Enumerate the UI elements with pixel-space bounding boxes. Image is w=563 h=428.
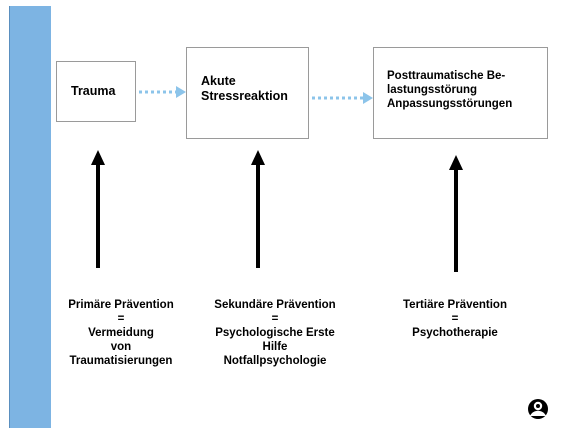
ptsd-line-1: Posttraumatische Be- [387, 70, 506, 82]
trauma-box: Trauma [56, 61, 136, 122]
acute-stress-line-2: Stressreaktion [201, 89, 288, 103]
primary-prevention-label: Primäre Prävention = Vermeidung von Trau… [46, 298, 196, 368]
trauma-label: Trauma [71, 84, 116, 98]
up-arrow-primary [91, 150, 105, 268]
secondary-line-3: Psychologische Erste [215, 327, 335, 339]
tertiary-line-3: Psychotherapie [412, 327, 498, 339]
primary-line-5: Traumatisierungen [69, 355, 173, 367]
acute-stress-box: Akute Stressreaktion [186, 47, 309, 139]
logo-icon [528, 399, 548, 419]
up-arrow-secondary [251, 150, 265, 268]
acute-stress-line-1: Akute [201, 74, 236, 88]
dotted-arrow-acute-to-ptsd [312, 92, 373, 104]
secondary-line-5: Notfallpsychologie [223, 355, 327, 367]
ptsd-box: Posttraumatische Be- lastungsstörung Anp… [373, 47, 548, 139]
secondary-prevention-label: Sekundäre Prävention = Psychologische Er… [195, 298, 355, 368]
secondary-line-1: Sekundäre Prävention [214, 299, 336, 311]
primary-line-1: Primäre Prävention [68, 299, 174, 311]
tertiary-prevention-label: Tertiäre Prävention = Psychotherapie [375, 298, 535, 340]
secondary-line-2: = [271, 313, 279, 325]
primary-line-4: von [110, 341, 132, 353]
ptsd-line-2: lastungsstörung [387, 84, 478, 96]
tertiary-line-2: = [451, 313, 459, 325]
left-accent-bar [9, 6, 51, 428]
tertiary-line-1: Tertiäre Prävention [403, 299, 507, 311]
primary-line-2: = [117, 313, 125, 325]
dotted-arrow-trauma-to-acute [139, 86, 186, 98]
secondary-line-4: Hilfe [262, 341, 288, 353]
primary-line-3: Vermeidung [88, 327, 154, 339]
ptsd-line-3: Anpassungsstörungen [387, 98, 513, 110]
up-arrow-tertiary [449, 155, 463, 272]
